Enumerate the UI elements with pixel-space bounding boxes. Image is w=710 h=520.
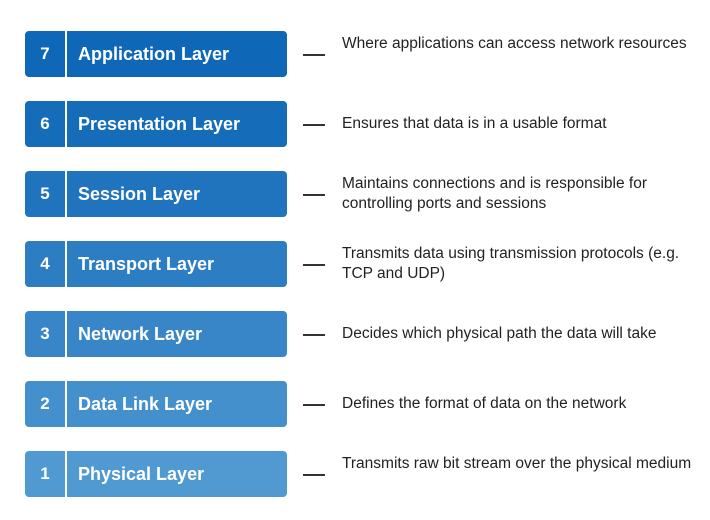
- layer-row-transport: 4 Transport Layer Transmits data using t…: [0, 241, 710, 287]
- connector-line: [303, 404, 325, 406]
- layer-row-data-link: 2 Data Link Layer Defines the format of …: [0, 381, 710, 427]
- layer-divider: [65, 381, 67, 427]
- layer-number: 1: [40, 464, 50, 483]
- layer-description: Where applications can access network re…: [342, 35, 687, 52]
- layer-box-presentation: 6 Presentation Layer: [25, 101, 287, 147]
- layer-description: Transmits raw bit stream over the physic…: [342, 455, 692, 472]
- layer-description: Defines the format of data on the networ…: [342, 395, 627, 412]
- layer-box-transport: 4 Transport Layer: [25, 241, 287, 287]
- layer-box-physical: 1 Physical Layer: [25, 451, 287, 497]
- layer-name: Application Layer: [78, 44, 230, 64]
- layer-box-data-link: 2 Data Link Layer: [25, 381, 287, 427]
- layer-number: 4: [40, 254, 50, 273]
- layer-box-network: 3 Network Layer: [25, 311, 287, 357]
- layer-name: Network Layer: [78, 324, 203, 344]
- layer-row-application: 7 Application Layer Where applications c…: [0, 31, 710, 77]
- connector-line: [303, 474, 325, 476]
- layer-divider: [65, 451, 67, 497]
- layer-description: Ensures that data is in a usable format: [342, 115, 607, 132]
- layer-number: 6: [40, 114, 50, 133]
- layer-number: 5: [40, 184, 50, 203]
- layer-row-network: 3 Network Layer Decides which physical p…: [0, 311, 710, 357]
- layer-description: Transmits data using transmission protoc…: [342, 245, 680, 282]
- layer-divider: [65, 241, 67, 287]
- layer-box-application: 7 Application Layer: [25, 31, 287, 77]
- layer-divider: [65, 171, 67, 217]
- layer-description: Decides which physical path the data wil…: [342, 325, 657, 342]
- layer-row-presentation: 6 Presentation Layer Ensures that data i…: [0, 101, 710, 147]
- layer-number: 2: [40, 394, 50, 413]
- layer-row-physical: 1 Physical Layer Transmits raw bit strea…: [0, 451, 710, 497]
- layer-number: 3: [40, 324, 50, 343]
- layer-name: Session Layer: [78, 184, 201, 204]
- layer-description: Maintains connections and is responsible…: [342, 175, 648, 212]
- connector-line: [303, 54, 325, 56]
- layer-number: 7: [40, 44, 50, 63]
- layer-name: Presentation Layer: [78, 114, 241, 134]
- layer-name: Physical Layer: [78, 464, 205, 484]
- layer-name: Transport Layer: [78, 254, 215, 274]
- connector-line: [303, 264, 325, 266]
- connector-line: [303, 334, 325, 336]
- layer-box-session: 5 Session Layer: [25, 171, 287, 217]
- connector-line: [303, 124, 325, 126]
- layer-name: Data Link Layer: [78, 394, 213, 414]
- layer-divider: [65, 31, 67, 77]
- connector-line: [303, 194, 325, 196]
- layer-divider: [65, 101, 67, 147]
- layer-row-session: 5 Session Layer Maintains connections an…: [0, 171, 710, 217]
- layer-divider: [65, 311, 67, 357]
